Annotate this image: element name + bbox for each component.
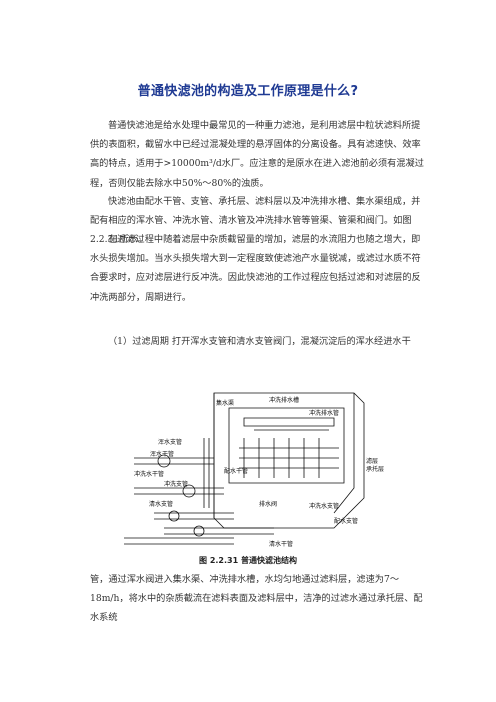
figure-caption: 图 2.2.31 普通快滤池结构 [199, 556, 297, 565]
label-filter-layer: 滤层 [366, 457, 378, 465]
paragraph-intro: 普通快滤池是给水处理中最常见的一种重力滤池，是利用滤层中粒状滤料所提供的表面积，… [90, 120, 424, 189]
label-clean-branch: 清水支管 [149, 500, 173, 508]
label-washout-trough: 冲洗排水槽 [269, 396, 299, 404]
filter-structure-diagram: 集水渠 冲洗排水槽 冲洗排水管 浑水支管 浑水干管 冲洗水干管 清水支管 配水干… [124, 392, 384, 548]
label-distribution-branch: 配水支管 [334, 517, 358, 525]
label-inflow-main: 浑水干管 [150, 450, 174, 458]
paragraph-composition: 快滤池由配水干管、支管、承托层、滤料层以及冲洗排水槽、集水渠组成，并配有相应的浑… [90, 196, 421, 246]
paragraph-process: 在过滤过程中随着滤层中杂质截留量的增加，滤层的水流阻力也随之增大，即水头损失增加… [90, 234, 421, 303]
label-clean-main: 清水干管 [269, 540, 293, 548]
label-drain: 排水阀 [259, 500, 277, 508]
label-wash-water-branch: 冲洗水支管 [309, 502, 339, 510]
label-inflow-branch: 浑水支管 [158, 438, 182, 446]
paragraph-after-figure: 管，通过浑水阀进入集水渠、冲洗排水槽，水均匀地通过滤料层，滤速为7～18m/h，… [90, 574, 423, 624]
page-title: 普通快滤池的构造及工作原理是什么? [137, 84, 359, 99]
paragraph-filter-cycle: （1）过滤周期 打开浑水支管和清水支管阀门，混凝沉淀后的浑水经进水干 [108, 336, 411, 347]
label-distribution-main: 配水干管 [224, 467, 248, 475]
label-support-layer: 承托层 [366, 465, 384, 473]
label-wash-branch: 冲洗支管 [164, 480, 188, 488]
label-wash-main: 冲洗水干管 [134, 470, 164, 478]
label-collector: 集水渠 [216, 399, 234, 407]
label-washout-pipe: 冲洗排水管 [309, 409, 339, 417]
